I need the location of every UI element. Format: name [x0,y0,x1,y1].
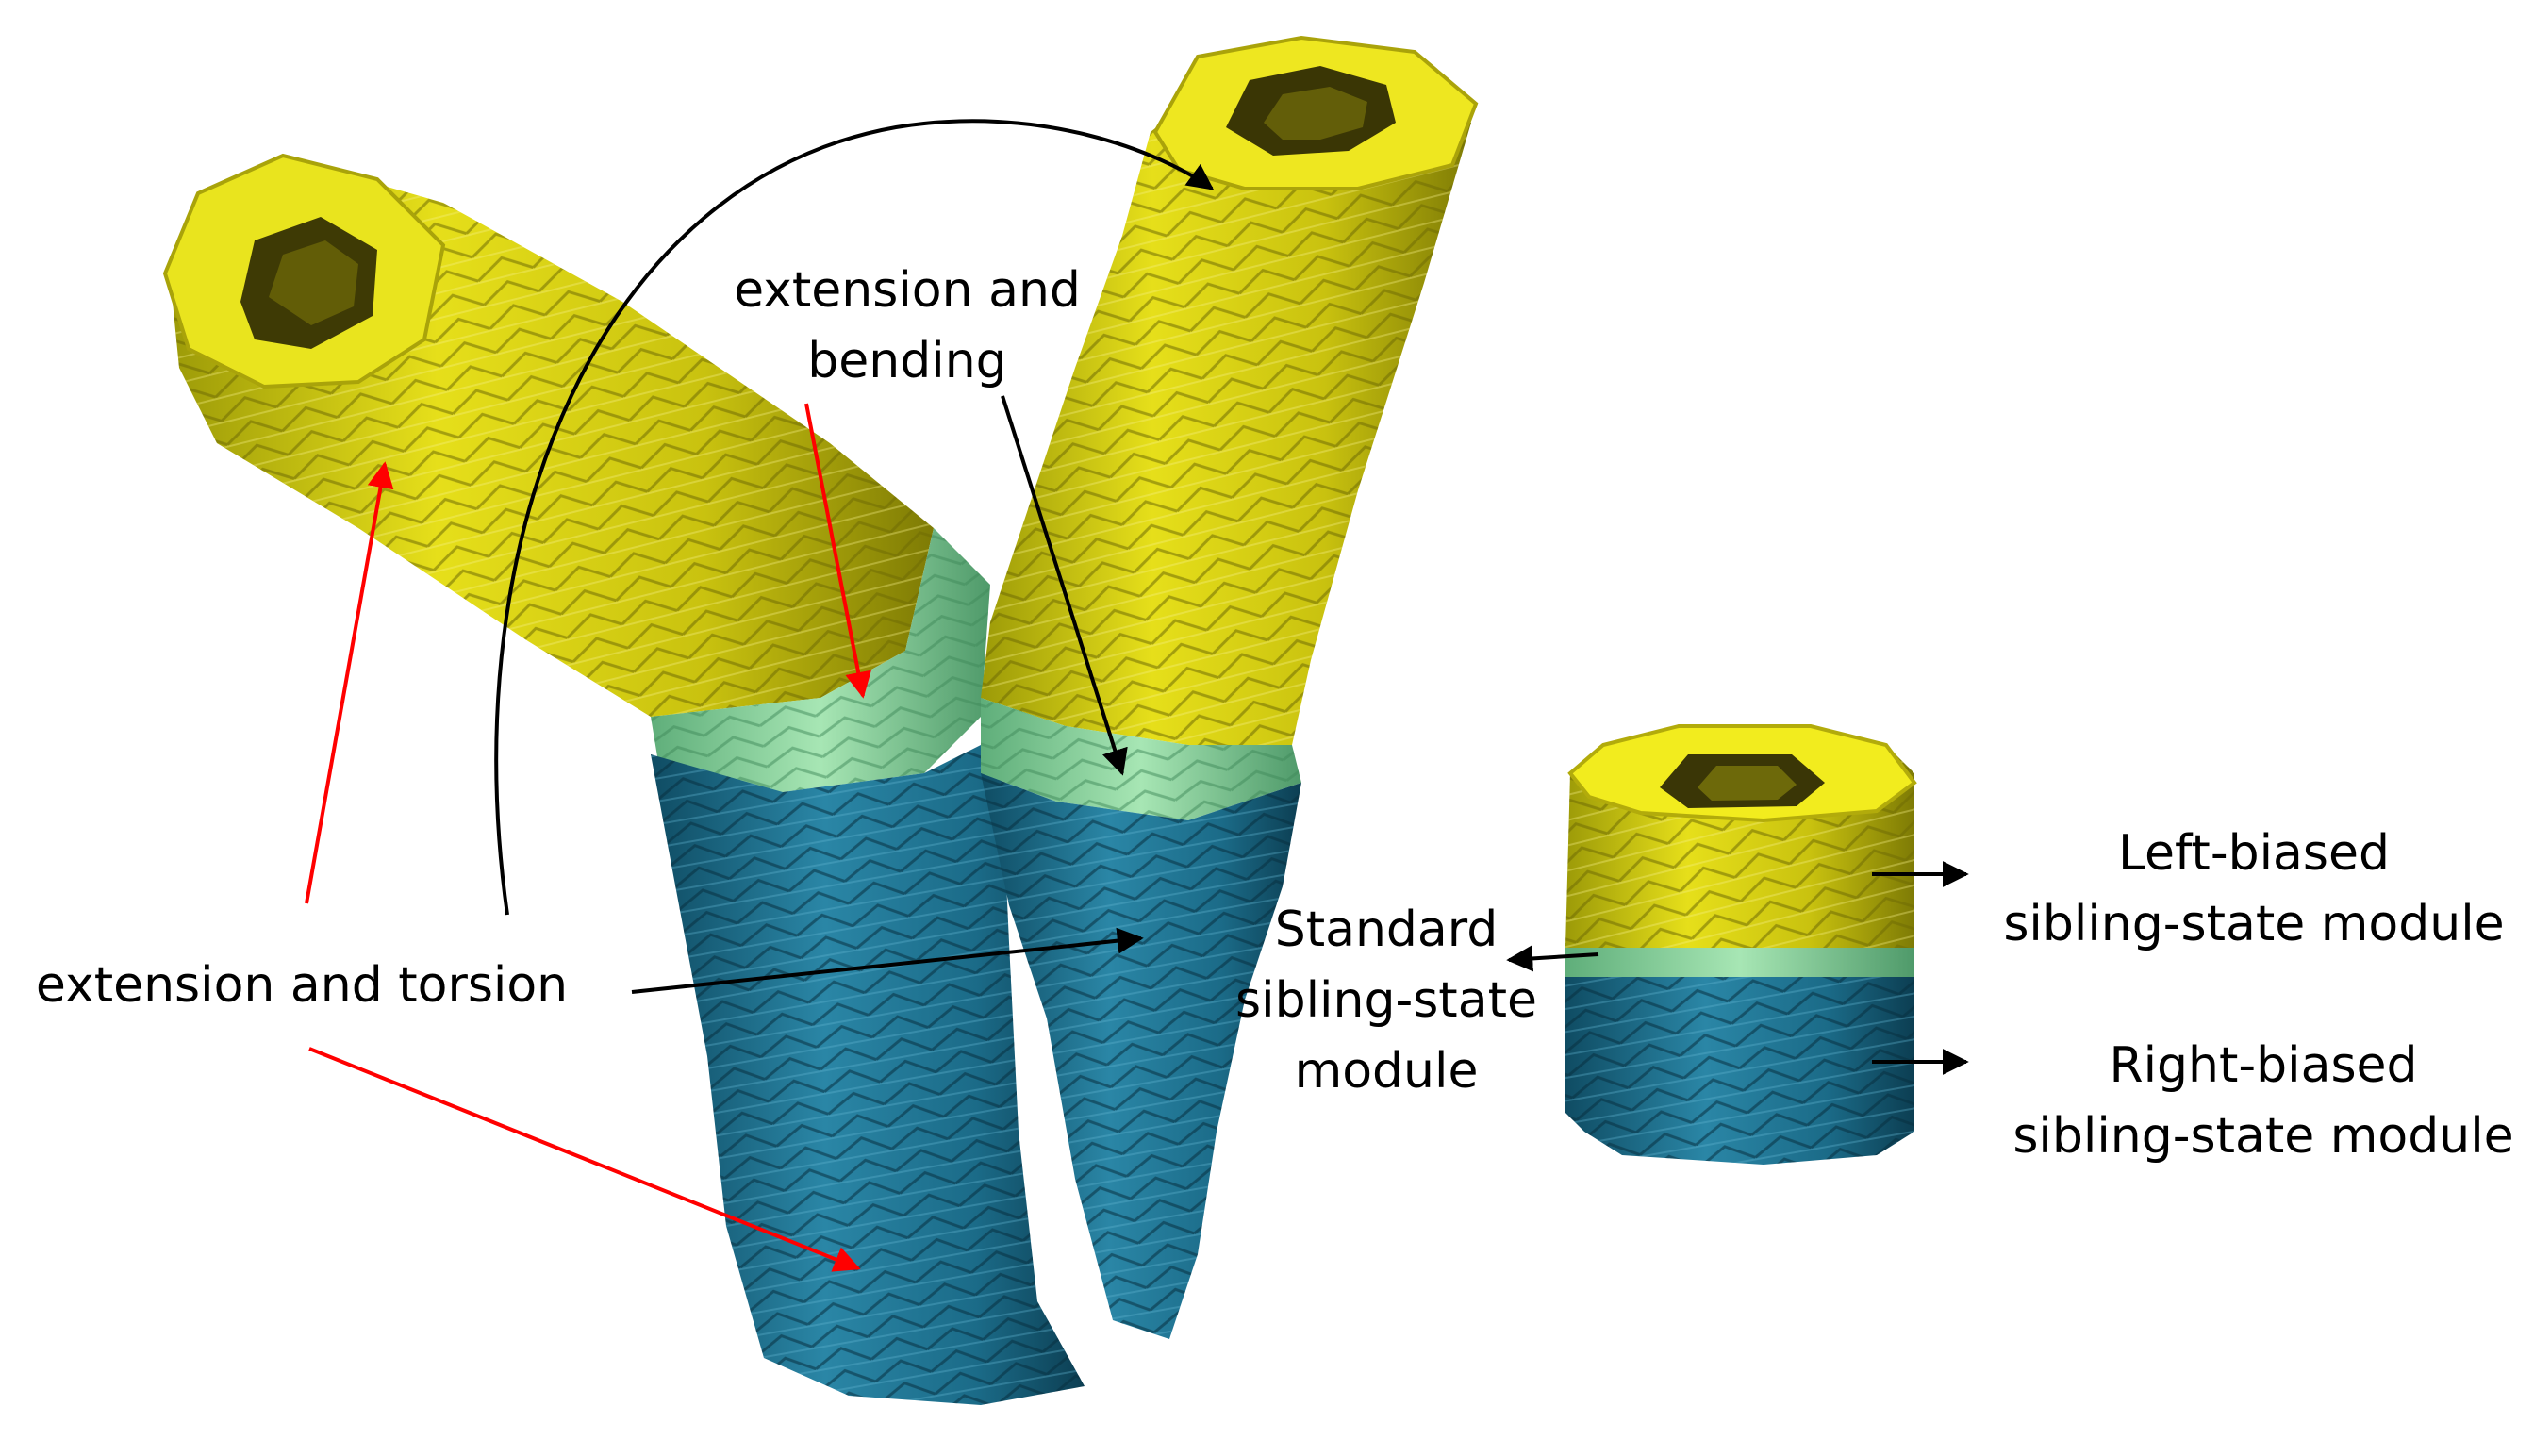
label-extension-bending-2: bending [807,333,1006,389]
right-tube [981,35,1479,1339]
transform-arc-arrow [494,119,1215,916]
right-tube-end-opening [1152,35,1479,190]
label-right-biased-2: sibling-state module [2012,1108,2513,1165]
label-standard-2: sibling-state [1235,972,1537,1029]
black-arrow-standard [1506,945,1599,972]
label-extension-bending-1: extension and [734,262,1081,319]
small-module [1565,724,1917,1165]
label-standard-3: module [1295,1043,1479,1100]
red-arrow-up [305,461,394,904]
black-arrow-bending [1001,395,1128,776]
red-arrow-down [308,1047,861,1272]
label-left-biased-1: Left-biased [2118,825,2390,882]
left-tube-end-opening [162,153,446,389]
annotation-arrows [305,119,1969,1272]
red-arrow-to-left-tube-green [804,403,871,699]
small-module-green-band [1565,943,1914,977]
label-left-biased-2: sibling-state module [2003,896,2504,952]
text-labels: extension and bending extension and tors… [36,262,2514,1165]
label-right-biased-1: Right-biased [2109,1037,2417,1094]
black-arrow-torsion [631,927,1144,994]
label-standard-1: Standard [1275,902,1499,958]
label-extension-torsion: extension and torsion [36,957,568,1014]
